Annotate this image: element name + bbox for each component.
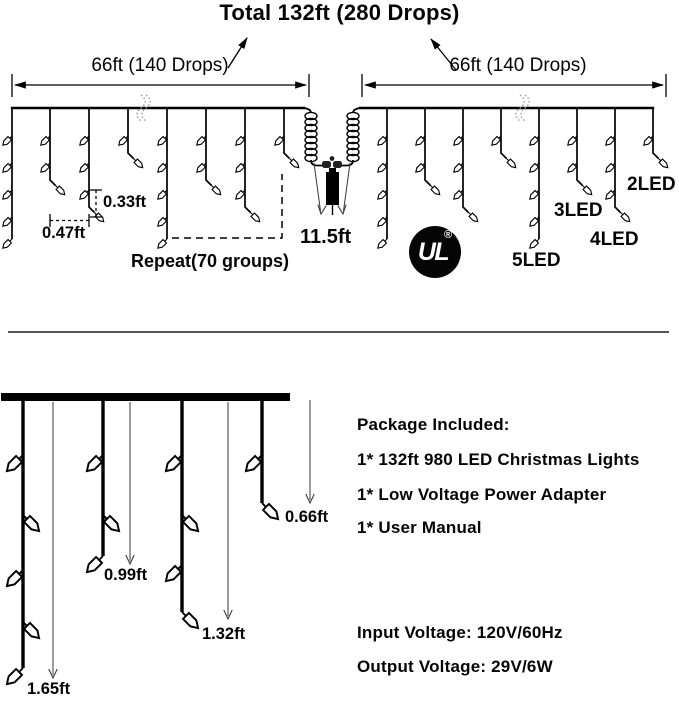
ul-certification-mark: UL <box>417 237 450 266</box>
output-voltage-label: Output Voltage: 29V/6W <box>357 657 553 676</box>
repeat-note-label: Repeat(70 groups) <box>131 251 290 271</box>
ul-badge-circle <box>409 226 461 278</box>
led2-label: 2LED <box>627 174 676 195</box>
right-curtain-wire <box>358 94 669 250</box>
input-voltage-label: Input Voltage: 120V/60Hz <box>357 623 563 642</box>
package-included-heading: Package Included: <box>357 415 510 434</box>
left-span-label: 66ft (140 Drops) <box>91 55 229 76</box>
connector <box>322 156 342 168</box>
bulb-spacing-label: 0.33ft <box>103 193 147 211</box>
left-curtain-wire <box>1 94 306 250</box>
bottom-wire-bar <box>1 393 290 401</box>
drop-spacing-label: 0.47ft <box>42 224 86 242</box>
right-coil <box>346 111 360 163</box>
drop-length-arrows <box>48 400 315 679</box>
page-title: Total 132ft (280 Drops) <box>219 0 460 25</box>
led4-label: 4LED <box>590 229 639 250</box>
drop-length-1-label: 1.65ft <box>27 680 71 698</box>
right-span-dimension <box>361 74 667 97</box>
drop-gap-dimension <box>49 214 90 227</box>
drop-length-2-label: 0.99ft <box>104 566 148 584</box>
led5-label: 5LED <box>512 250 561 271</box>
power-lead-assembly <box>303 107 361 216</box>
bulb-gap-dimension <box>90 189 102 218</box>
left-span-dimension <box>11 74 310 97</box>
right-span-label: 66ft (140 Drops) <box>449 55 587 76</box>
registered-trademark-symbol: ® <box>444 229 453 241</box>
led3-label: 3LED <box>554 200 603 221</box>
lead-length-arrows <box>313 162 351 216</box>
package-item-adapter: 1* Low Voltage Power Adapter <box>357 485 607 504</box>
package-item-lights: 1* 132ft 980 LED Christmas Lights <box>357 450 640 469</box>
power-adapter-plug <box>326 168 339 215</box>
left-coil <box>304 111 318 163</box>
bottom-drop-diagram <box>1 393 315 687</box>
title-pointer-arrows <box>227 36 457 71</box>
drop-length-4-label: 0.66ft <box>285 508 329 526</box>
lead-length-label: 11.5ft <box>300 226 352 248</box>
package-item-manual: 1* User Manual <box>357 518 482 537</box>
repeat-group-outline <box>172 174 283 239</box>
drop-length-3-label: 1.32ft <box>202 625 246 643</box>
